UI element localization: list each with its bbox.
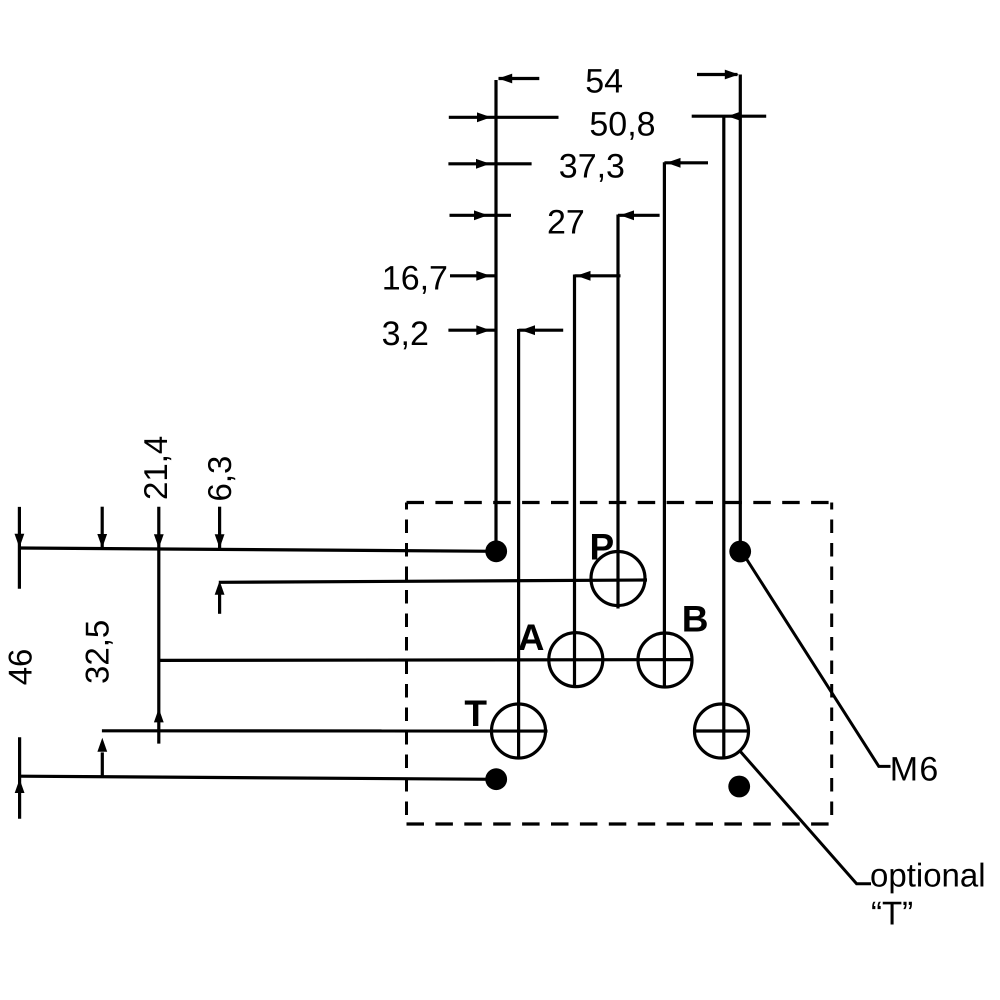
svg-text:50,8: 50,8 bbox=[589, 106, 655, 144]
svg-text:37,3: 37,3 bbox=[559, 148, 625, 186]
svg-text:A: A bbox=[518, 617, 545, 658]
svg-text:6,3: 6,3 bbox=[201, 456, 238, 502]
svg-text:M6: M6 bbox=[890, 751, 940, 789]
svg-text:21,4: 21,4 bbox=[137, 436, 174, 500]
svg-text:B: B bbox=[682, 598, 709, 639]
svg-text:“T”: “T” bbox=[871, 895, 913, 932]
svg-text:P: P bbox=[590, 526, 615, 567]
svg-text:32,5: 32,5 bbox=[79, 620, 116, 684]
svg-text:46: 46 bbox=[1, 649, 38, 686]
svg-text:3,2: 3,2 bbox=[382, 315, 429, 353]
svg-text:16,7: 16,7 bbox=[382, 260, 448, 298]
svg-text:54: 54 bbox=[585, 63, 623, 101]
svg-text:optional: optional bbox=[870, 857, 986, 894]
svg-text:T: T bbox=[464, 693, 487, 734]
svg-text:27: 27 bbox=[547, 203, 585, 241]
